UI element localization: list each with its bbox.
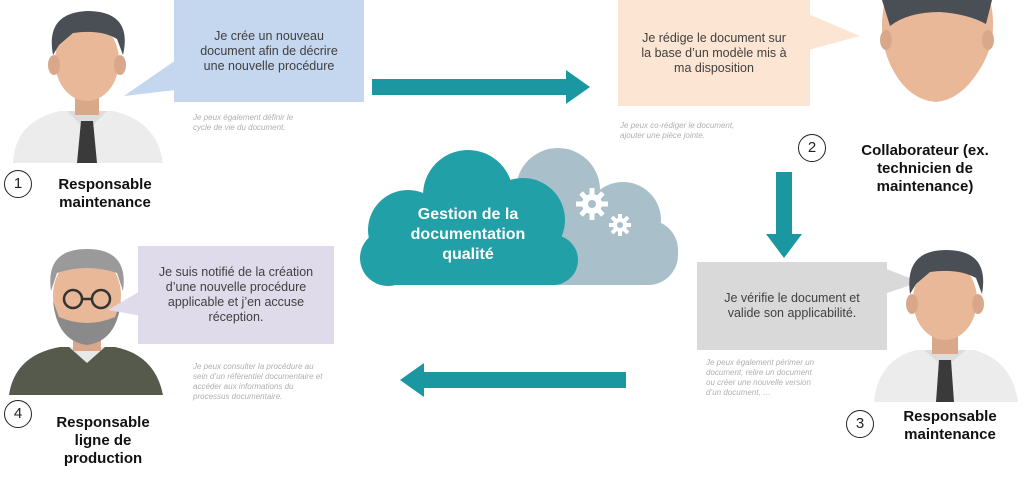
person-2-icon	[880, 0, 994, 102]
note-step-4: Je peux consulter la procédure au sein d…	[193, 362, 323, 401]
role-step-1: Responsable maintenance	[58, 176, 152, 211]
arrow-down-icon	[766, 172, 802, 258]
role-step-4: Responsable ligne de production	[56, 414, 150, 467]
step-number-1: 1	[4, 170, 32, 198]
bubble-step-1: Je crée un nouveau document afin de décr…	[174, 0, 364, 102]
bubble-tail-1	[124, 60, 176, 96]
bubble-text: Je suis notifié de la création d’une nou…	[158, 265, 314, 324]
bubble-text: Je vérifie le document et valide son app…	[724, 291, 860, 320]
cloud-icon	[360, 148, 678, 286]
arrow-left-icon	[400, 363, 626, 397]
bubble-tail-4	[108, 290, 142, 316]
bubble-tail-2	[808, 14, 860, 50]
arrow-right-icon	[372, 70, 590, 104]
note-step-1: Je peux également définir le cycle de vi…	[193, 113, 294, 132]
role-step-3: Responsable maintenance	[903, 408, 997, 443]
step-number-2: 2	[798, 134, 826, 162]
note-step-2: Je peux co-rédiger le document, ajouter …	[620, 121, 735, 140]
bubble-step-2: Je rédige le document sur la base d’un m…	[618, 0, 810, 106]
bubble-tail-3	[884, 268, 920, 294]
step-number-4: 4	[4, 400, 32, 428]
bubble-step-4: Je suis notifié de la création d’une nou…	[138, 246, 334, 344]
person-4-icon	[9, 249, 163, 395]
gear-icon	[576, 188, 631, 236]
role-step-2: Collaborateur (ex. technicien de mainten…	[861, 142, 989, 195]
cloud-label: Gestion de la documentation qualité	[410, 206, 526, 263]
bubble-step-3: Je vérifie le document et valide son app…	[697, 262, 887, 350]
step-number-3: 3	[846, 410, 874, 438]
person-1-icon	[13, 11, 163, 163]
person-3-icon	[874, 250, 1018, 402]
note-step-3: Je peux également périmer un document, r…	[706, 358, 815, 397]
bubble-text: Je rédige le document sur la base d’un m…	[641, 30, 787, 75]
bubble-text: Je crée un nouveau document afin de décr…	[200, 28, 338, 73]
